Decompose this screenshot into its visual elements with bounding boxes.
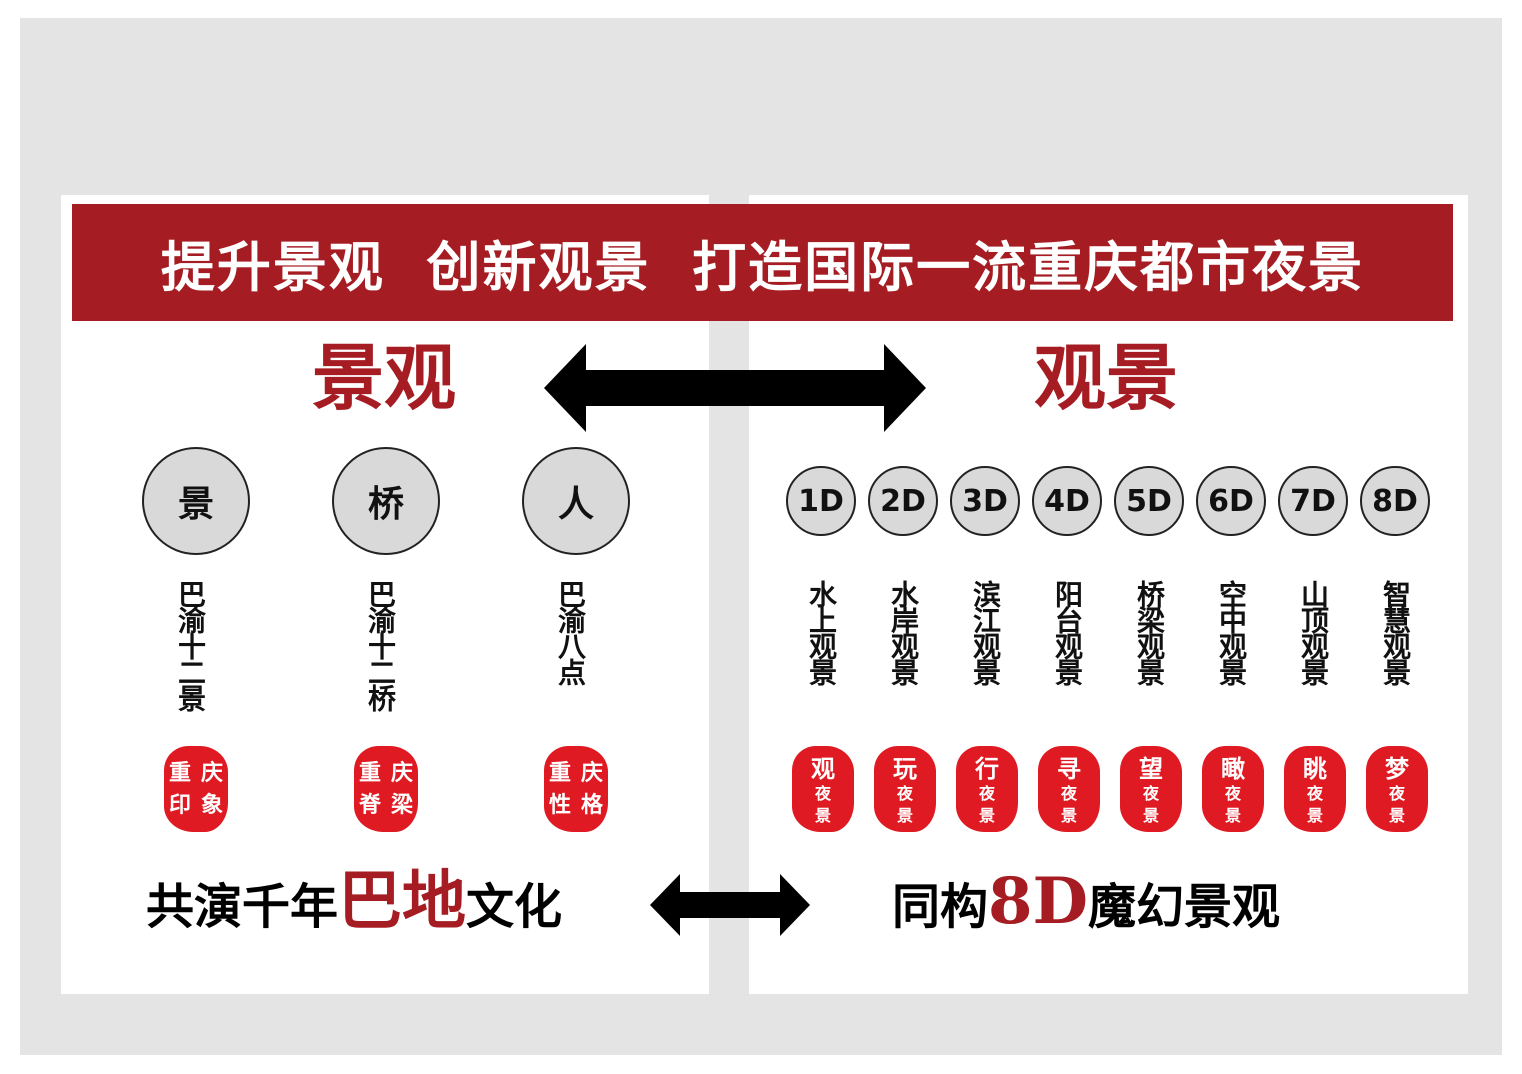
- caption-4d: 阳台观景: [1051, 580, 1084, 684]
- caption-1d: 水上观景: [805, 580, 838, 684]
- circle-jing: 景: [142, 447, 250, 555]
- circle-qiao: 桥: [332, 447, 440, 555]
- caption-2d: 水岸观景: [887, 580, 920, 684]
- circle-6d: 6D: [1196, 466, 1266, 536]
- circle-3d: 3D: [950, 466, 1020, 536]
- circle-5d: 5D: [1114, 466, 1184, 536]
- seal-stamp-1: 重庆 印象: [164, 746, 228, 832]
- seal-stamp-2d: 玩夜景: [874, 746, 936, 832]
- right-panel: [749, 195, 1468, 994]
- caption-jing: 巴渝十二景: [174, 580, 207, 710]
- right-section-title: 观景: [1034, 335, 1179, 420]
- left-slogan: 共演千年巴地文化: [146, 864, 563, 939]
- seal-stamp-8d: 梦夜景: [1366, 746, 1428, 832]
- circle-7d: 7D: [1278, 466, 1348, 536]
- circle-8d: 8D: [1360, 466, 1430, 536]
- caption-7d: 山顶观景: [1297, 580, 1330, 684]
- double-arrow-icon: [544, 344, 926, 432]
- caption-8d: 智慧观景: [1379, 580, 1412, 684]
- circle-ren: 人: [522, 447, 630, 555]
- caption-6d: 空中观景: [1215, 580, 1248, 684]
- caption-3d: 滨江观景: [969, 580, 1002, 684]
- seal-stamp-7d: 眺夜景: [1284, 746, 1346, 832]
- right-slogan: 同构8D魔幻景观: [892, 864, 1281, 939]
- seal-stamp-3: 重庆 性格: [544, 746, 608, 832]
- seal-stamp-1d: 观夜景: [792, 746, 854, 832]
- double-arrow-icon: [650, 874, 810, 936]
- caption-ren: 巴渝八点: [554, 580, 587, 684]
- seal-stamp-4d: 寻夜景: [1038, 746, 1100, 832]
- seal-stamp-5d: 望夜景: [1120, 746, 1182, 832]
- circle-2d: 2D: [868, 466, 938, 536]
- left-panel: [61, 195, 709, 994]
- header-banner: 提升景观 创新观景 打造国际一流重庆都市夜景: [72, 204, 1453, 321]
- left-section-title: 景观: [312, 335, 457, 420]
- seal-stamp-6d: 瞰夜景: [1202, 746, 1264, 832]
- circle-4d: 4D: [1032, 466, 1102, 536]
- caption-5d: 桥梁观景: [1133, 580, 1166, 684]
- banner-title: 提升景观 创新观景 打造国际一流重庆都市夜景: [160, 235, 1365, 299]
- circle-1d: 1D: [786, 466, 856, 536]
- caption-qiao: 巴渝十二桥: [364, 580, 397, 710]
- seal-stamp-3d: 行夜景: [956, 746, 1018, 832]
- seal-stamp-2: 重庆 脊梁: [354, 746, 418, 832]
